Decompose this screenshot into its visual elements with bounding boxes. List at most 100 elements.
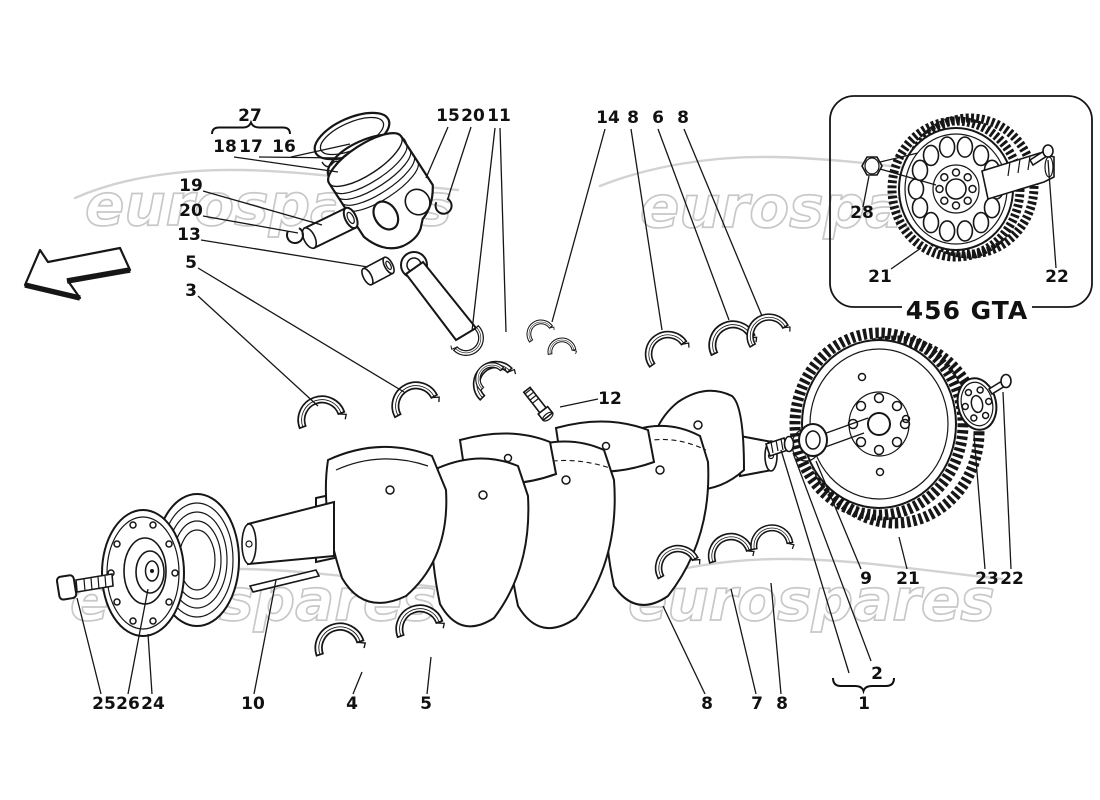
- leader-line: [780, 449, 850, 674]
- leader-line: [662, 605, 706, 695]
- leader-line: [202, 215, 299, 234]
- callout-12: 12: [598, 389, 622, 409]
- crankshaft: [241, 389, 778, 629]
- callout-labels: 27 18 17 16 15 20 11 19 20 13 5 3 14 8 6…: [92, 106, 1069, 714]
- circlip: [434, 197, 453, 215]
- group-bracket: [832, 677, 895, 695]
- callout-25: 25: [92, 694, 116, 714]
- callout-5: 5: [420, 694, 432, 714]
- callout-8: 8: [627, 108, 639, 128]
- watermark-text: eurospares: [628, 566, 995, 634]
- leader-line: [197, 295, 319, 407]
- woodruff-key: [248, 569, 321, 593]
- inset-bolt: [1028, 144, 1054, 167]
- hub-bolt-holes: [935, 168, 977, 210]
- leader-line: [499, 127, 507, 333]
- leader-line: [258, 156, 345, 159]
- callout-23: 23: [975, 569, 999, 589]
- callout-18: 18: [213, 137, 237, 157]
- leader-line: [447, 126, 472, 199]
- bearing-shell: [636, 321, 692, 374]
- pin-bore: [372, 200, 400, 231]
- leader-line: [898, 536, 908, 570]
- callout-13: 13: [177, 225, 201, 245]
- bearing-shell: [382, 372, 443, 425]
- callout-4: 4: [346, 694, 358, 714]
- callout-8: 8: [776, 694, 788, 714]
- callout-15: 15: [436, 106, 460, 126]
- callout-9: 9: [860, 569, 872, 589]
- callout-22: 22: [1000, 569, 1024, 589]
- leader-line: [290, 143, 351, 158]
- callout-19: 19: [179, 176, 203, 196]
- pulley-bolt: [55, 573, 114, 601]
- connecting-rod: [400, 251, 519, 406]
- callout-5: 5: [185, 253, 197, 273]
- leader-line: [76, 597, 102, 695]
- small-end-bushing: [361, 256, 395, 286]
- leader-line: [559, 398, 599, 408]
- callout-3: 3: [185, 281, 197, 301]
- model-label: 456 GTA: [906, 296, 1028, 325]
- leader-line: [1047, 159, 1057, 269]
- flywheel-bolt-holes: [847, 392, 911, 456]
- hub: [135, 550, 165, 594]
- callout-20: 20: [179, 201, 203, 221]
- callout-11: 11: [487, 106, 511, 126]
- leader-line: [815, 460, 862, 570]
- leader-line: [630, 128, 663, 331]
- pilot-bearing: [791, 423, 828, 462]
- bearing-shell: [701, 526, 756, 571]
- callout-8: 8: [701, 694, 713, 714]
- callout-8: 8: [677, 108, 689, 128]
- callout-27: 27: [238, 106, 262, 126]
- leader-line: [253, 579, 277, 695]
- callout-14: 14: [596, 108, 620, 128]
- leader-line: [352, 671, 363, 695]
- set-screw: [764, 435, 795, 458]
- thrust-washer: [545, 335, 578, 360]
- bearing-shell: [290, 388, 349, 436]
- leader-line: [147, 633, 153, 695]
- leader-line: [425, 126, 449, 179]
- callout-1: 1: [858, 694, 870, 714]
- thrust-washer: [521, 313, 556, 347]
- callout-2: 2: [871, 664, 883, 684]
- pulley: [101, 493, 240, 637]
- callout-17: 17: [239, 137, 263, 157]
- leader-line: [792, 452, 872, 662]
- callout-26: 26: [116, 694, 140, 714]
- rod-cap: [463, 350, 519, 406]
- leader-line: [197, 267, 405, 393]
- leader-line: [890, 247, 922, 270]
- leader-line: [127, 588, 149, 695]
- leader-line: [551, 128, 606, 323]
- callout-6: 6: [652, 108, 664, 128]
- piston-pin: [301, 206, 359, 250]
- leader-line: [426, 656, 432, 695]
- callout-7: 7: [751, 694, 763, 714]
- inset-box: [829, 95, 1093, 321]
- leader-line: [471, 127, 496, 332]
- leader-line: [1002, 391, 1012, 570]
- callout-21: 21: [896, 569, 920, 589]
- nut: [861, 156, 883, 176]
- leader-line: [202, 190, 323, 226]
- direction-arrow-icon: [23, 246, 132, 301]
- leader-line: [233, 156, 339, 173]
- flange-bolt: [987, 373, 1012, 396]
- drive-plate: [956, 377, 998, 431]
- leader-line: [200, 239, 369, 268]
- callout-22: 22: [1045, 267, 1069, 287]
- leader-line: [683, 128, 763, 317]
- leader-line: [770, 582, 782, 695]
- callout-28: 28: [850, 203, 874, 223]
- circlip: [286, 227, 304, 244]
- leader-lines: [76, 119, 1057, 695]
- leader-line: [862, 175, 870, 208]
- callout-24: 24: [141, 694, 165, 714]
- piston: [327, 132, 434, 250]
- rod-bolt: [522, 386, 554, 422]
- callout-21: 21: [868, 267, 892, 287]
